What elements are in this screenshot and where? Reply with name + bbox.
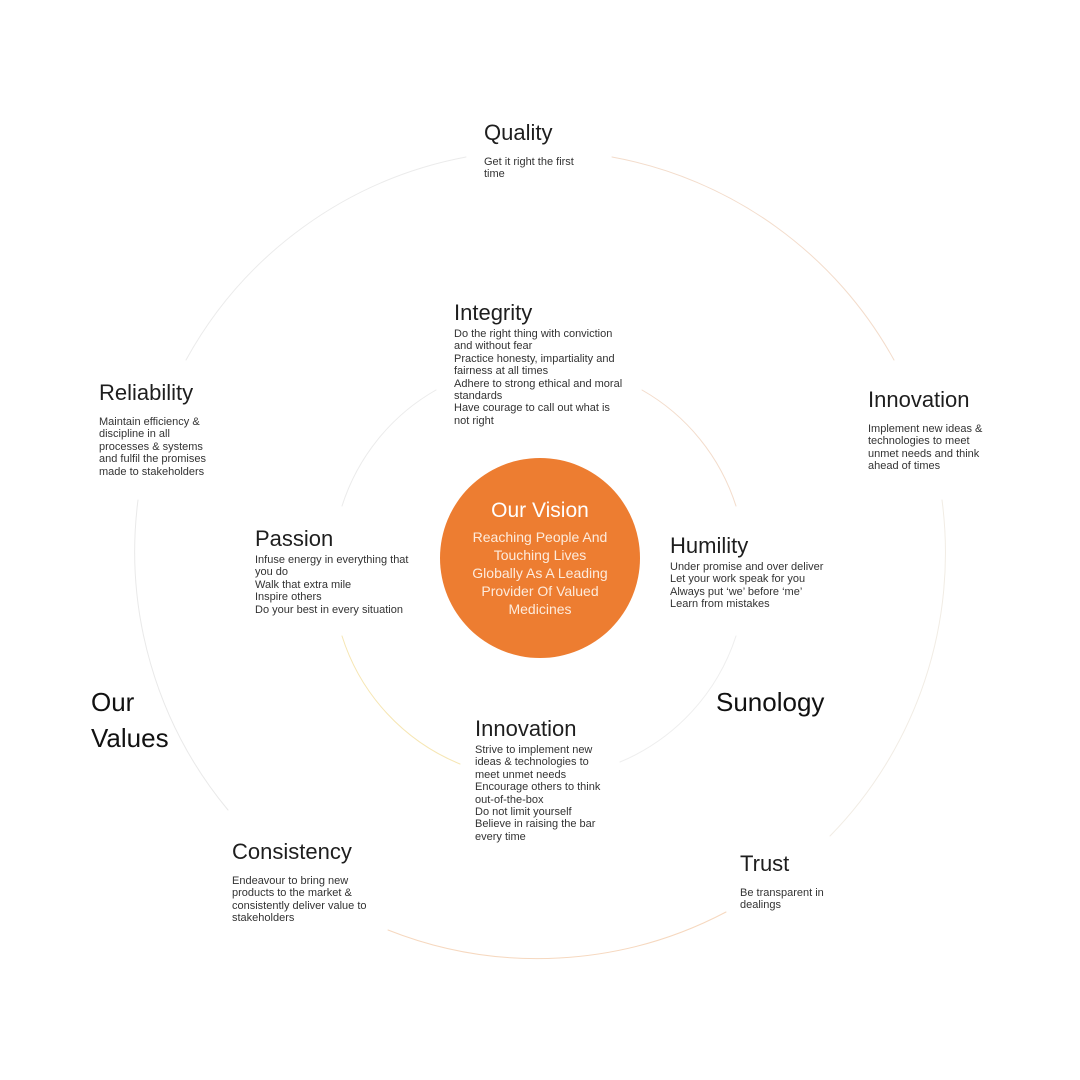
inner-ring-arc-top-left [341,389,437,507]
value-description-line: Inspire others [255,591,322,604]
our-values-label: Our Values [91,687,169,753]
outer-ring-arc-right [829,499,946,837]
value-quality: Quality Get it right the first time [484,120,594,181]
value-trust: Trust Be transparent in dealings [740,851,828,912]
value-description: Implement new ideas & technologies to me… [868,423,986,473]
value-description-line: Encourage others to think out-of-the-box [475,781,601,806]
value-description: Be transparent in dealings [740,887,828,912]
sunology-label: Sunology [716,687,825,717]
value-title: Innovation [475,716,577,741]
vision-statement: Reaching People And Touching Lives Globa… [472,529,608,617]
value-title: Integrity [454,300,533,325]
inner-ring-arc-bottom-right [619,635,737,763]
value-passion: Passion Infuse energy in everything that… [255,526,415,616]
value-innovation-outer: Innovation Implement new ideas & technol… [868,387,986,473]
value-title: Quality [484,120,553,145]
outer-ring-arc-top-right [611,156,895,361]
value-description-line: Let your work speak for you [670,573,806,586]
vision-title: Our Vision [491,499,589,522]
value-description-line: Maintain efficiency & discipline in all … [99,416,206,478]
value-consistency: Consistency Endeavour to bring new produ… [232,839,377,925]
value-description: Endeavour to bring new products to the m… [232,875,377,925]
value-title: Passion [255,526,334,551]
value-description-line: Walk that extra mile [255,578,352,591]
value-description-line: Have courage to call out what is not rig… [454,402,610,427]
inner-ring-arc-bottom-left [341,635,461,765]
outer-ring-arc-top-left [185,156,467,361]
value-description-line: Do the right thing with conviction and w… [454,328,613,353]
inner-ring-arc-top-right [641,389,737,507]
value-description-line: Do not limit yourself [475,806,572,819]
value-title: Reliability [99,380,194,405]
value-innovation-inner: Innovation Strive to implement new ideas… [475,716,605,843]
value-description-line: Be transparent in dealings [740,887,824,912]
value-description-line: Infuse energy in everything that you do [255,554,409,579]
value-description-line: Strive to implement new ideas & technolo… [475,744,593,781]
value-description: Strive to implement new ideas & technolo… [475,744,605,843]
outer-ring-arc-left [134,499,229,811]
outer-ring-arc-bottom [387,911,727,960]
value-description: Maintain efficiency & discipline in all … [99,416,211,478]
value-description-line: Believe in raising the bar every time [475,818,596,843]
value-description-line: Always put ‘we’ before ‘me’ [670,585,803,598]
value-description: Get it right the first time [484,156,594,181]
value-title: Innovation [868,387,970,412]
value-description-line: Practice honesty, impartiality and fairn… [454,352,615,378]
value-reliability: Reliability Maintain efficiency & discip… [99,380,211,478]
vision-circle: Our Vision Reaching People And Touching … [440,458,640,658]
value-description-line: Do your best in every situation [255,603,403,616]
value-title: Trust [740,851,790,876]
value-description-line: Endeavour to bring new products to the m… [232,875,367,925]
value-description-line: Learn from mistakes [670,598,770,611]
value-description-line: Implement new ideas & technologies to me… [868,423,983,473]
value-description: Do the right thing with conviction and w… [454,328,624,427]
value-description-line: Under promise and over deliver [670,561,824,573]
value-description-line: Get it right the first time [484,156,574,181]
value-title: Humility [670,533,749,558]
value-title: Consistency [232,839,352,864]
value-description-line: Adhere to strong ethical and moral stand… [454,377,623,403]
value-integrity: Integrity Do the right thing with convic… [454,300,624,427]
